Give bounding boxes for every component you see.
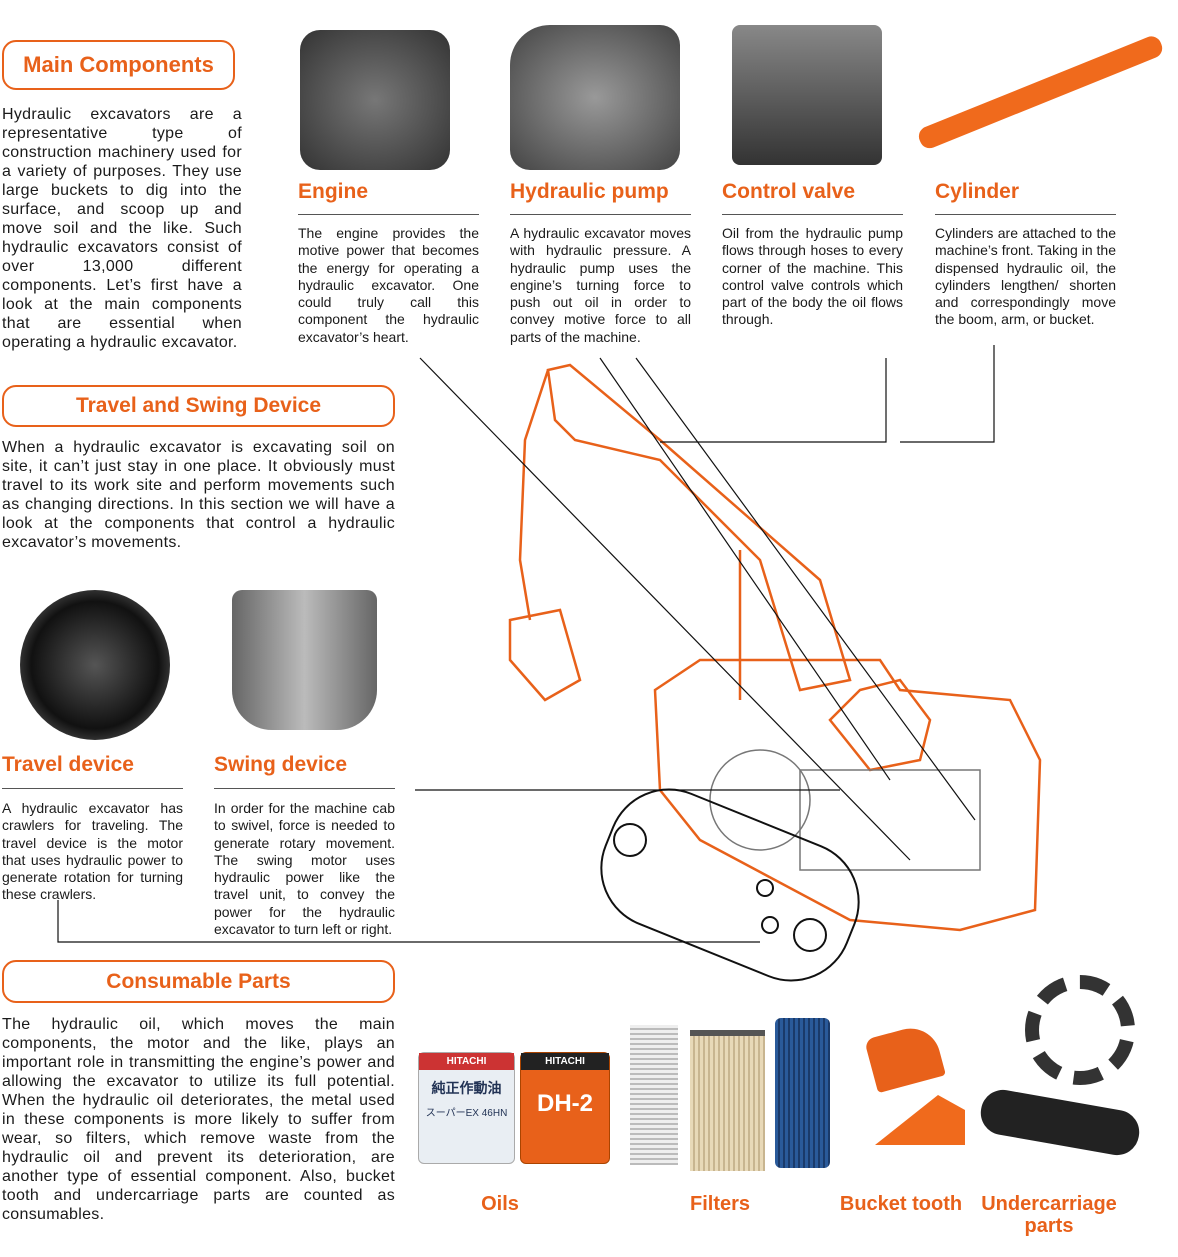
filter-image (690, 1030, 765, 1171)
sprocket-image (1025, 975, 1135, 1085)
engine-text: The engine provides the motive power tha… (298, 225, 479, 345)
filter-image (775, 1018, 830, 1168)
hydraulic-pump-image (510, 25, 680, 170)
travel-device-text: A hydraulic excavator has crawlers for t… (2, 800, 183, 903)
hydraulic-pump-title: Hydraulic pump (510, 180, 669, 203)
divider (214, 788, 395, 789)
travel-device-title: Travel device (2, 753, 134, 776)
can-sublabel: スーパーEX 46HN (425, 1108, 508, 1119)
engine-title: Engine (298, 180, 369, 203)
filters-label: Filters (689, 1193, 751, 1215)
cylinder-text: Cylinders are attached to the machine’s … (935, 225, 1116, 328)
cylinder-title: Cylinder (935, 180, 1020, 203)
swing-device-title: Swing device (214, 753, 348, 776)
travel-device-image (20, 590, 170, 740)
swing-device-text: In order for the machine cab to swivel, … (214, 800, 395, 938)
crawler-track (600, 788, 860, 982)
divider (298, 214, 479, 215)
undercarriage-parts-label: Undercarriage parts (981, 1193, 1117, 1237)
main-components-heading: Main Components (2, 40, 235, 90)
divider (510, 214, 691, 215)
bucket-tooth-label: Bucket tooth (839, 1193, 963, 1215)
main-components-intro: Hydraulic excavators are a representativ… (2, 106, 242, 351)
oils-label: Oils (481, 1193, 519, 1215)
control-valve-image (732, 25, 882, 165)
leader-lines (57, 345, 995, 943)
can-brand: HITACHI (419, 1053, 514, 1070)
control-valve-title: Control valve (722, 180, 856, 203)
swing-device-image (232, 590, 377, 730)
can-label: DH-2 (536, 1090, 593, 1117)
divider (935, 214, 1116, 215)
can-brand: HITACHI (521, 1053, 609, 1070)
can-label: 純正作動油 (431, 1080, 502, 1096)
control-valve-text: Oil from the hydraulic pump flows throug… (722, 225, 903, 328)
consumables-intro: The hydraulic oil, which moves the main … (2, 1016, 395, 1223)
hydraulic-pump-text: A hydraulic excavator moves with hydraul… (510, 225, 691, 345)
oil-can-image: HITACHI DH-2 (520, 1052, 610, 1164)
engine-image (300, 30, 450, 170)
divider (2, 788, 183, 789)
consumables-heading: Consumable Parts (2, 960, 395, 1003)
travel-swing-heading: Travel and Swing Device (2, 385, 395, 427)
filter-image (630, 1025, 678, 1165)
excavator-outline (508, 363, 1042, 932)
travel-swing-intro: When a hydraulic excavator is excavating… (2, 439, 395, 551)
engine-bay-outline (709, 749, 981, 871)
oil-can-image: HITACHI 純正作動油 スーパーEX 46HN (418, 1052, 515, 1164)
divider (722, 214, 903, 215)
